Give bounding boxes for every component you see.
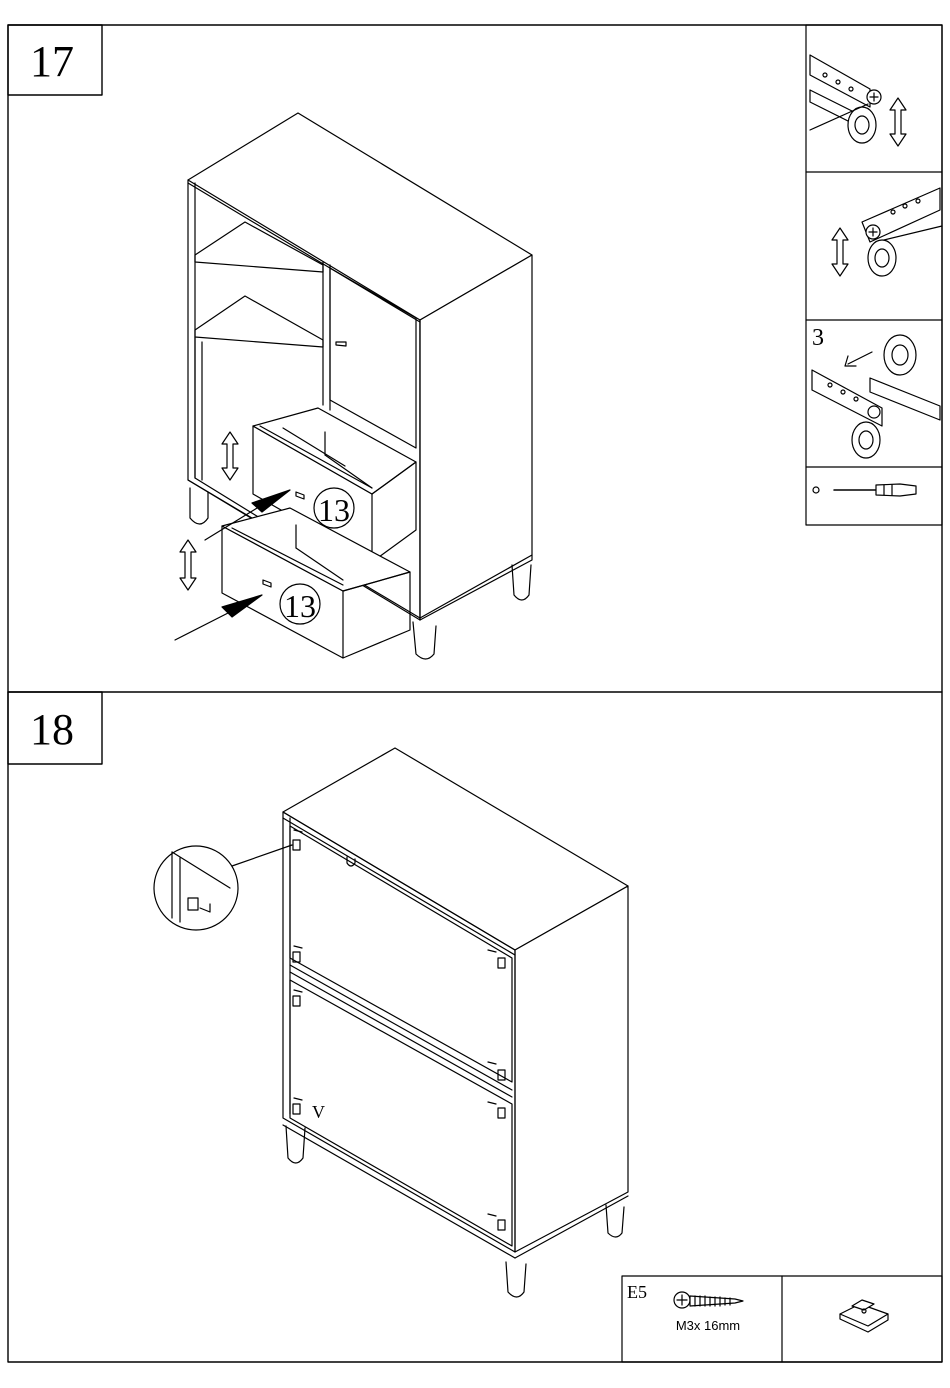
step-18-number: 18 xyxy=(30,705,74,754)
hinge-detail-2 xyxy=(832,188,942,276)
marker-v: V xyxy=(312,1102,325,1122)
hinge-detail-3: 3 xyxy=(812,325,940,458)
step-18-number-box: 18 xyxy=(8,692,102,764)
part-13-label-upper: 13 xyxy=(318,492,350,528)
detail-step-number: 3 xyxy=(812,325,824,351)
bracket-icon xyxy=(840,1300,888,1332)
part-13-label-lower: 13 xyxy=(284,588,316,624)
step-17-detail-panels: 3 xyxy=(806,25,942,525)
screwdriver-icon xyxy=(813,484,916,496)
screw-icon xyxy=(674,1292,743,1308)
step-17-number: 17 xyxy=(30,37,74,86)
step-17-number-box: 17 xyxy=(8,25,102,95)
hardware-code: E5 xyxy=(627,1282,647,1302)
hardware-box: E5 M3x 16mm xyxy=(622,1276,942,1362)
hinge-detail-1 xyxy=(810,55,906,146)
lower-drawer xyxy=(222,508,410,658)
magnifier-callout xyxy=(154,845,292,930)
step-18-cabinet: V xyxy=(283,748,628,1297)
screw-size-label: M3x 16mm xyxy=(676,1318,740,1333)
step-17-cabinet xyxy=(188,113,532,659)
